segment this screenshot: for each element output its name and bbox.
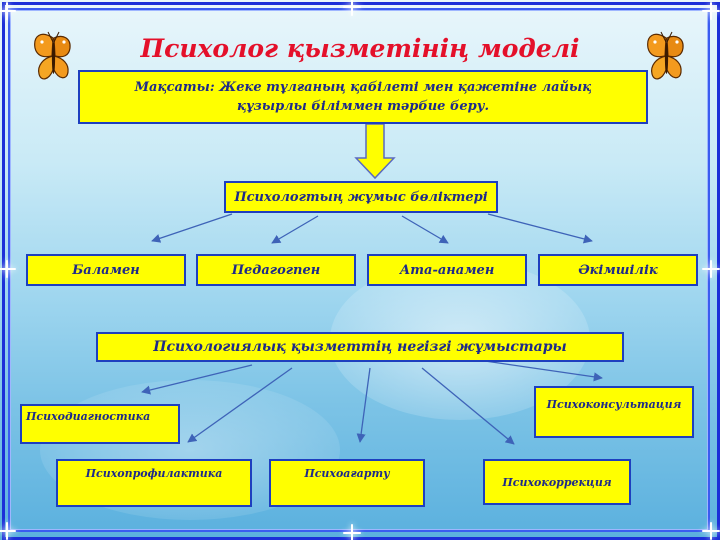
work-part-parents-box: Ата-анамен	[367, 254, 527, 286]
psychocorrection-box: Психокоррекция	[483, 459, 631, 505]
butterfly-icon	[647, 31, 684, 80]
connector-arrow	[141, 364, 253, 395]
work-part-label: Ата-анамен	[399, 262, 495, 278]
connector-arrow	[477, 359, 603, 382]
work-part-child-box: Баламен	[26, 254, 186, 286]
goal-text: Мақсаты: Жеке тұлғаның қабілеті мен қаже…	[134, 80, 592, 114]
goal-box: Мақсаты: Жеке тұлғаның қабілеті мен қаже…	[78, 70, 648, 124]
psychoeducation-box: Психоағарту	[269, 459, 425, 507]
main-work-label: Психокоррекция	[502, 475, 612, 489]
psychoconsultation-box: Психоконсультация	[534, 386, 694, 438]
psychodiagnostics-box: Психодиагностика	[20, 404, 180, 444]
work-part-label: Әкімшілік	[578, 262, 658, 278]
work-parts-heading-box: Психологтың жұмыс бөліктері	[224, 181, 498, 213]
work-part-label: Баламен	[72, 262, 140, 278]
work-part-administration-box: Әкімшілік	[538, 254, 698, 286]
main-works-heading: Психологиялық қызметтің негізгі жұмыстар…	[153, 339, 567, 355]
connector-arrow	[187, 367, 293, 443]
main-work-label: Психоконсультация	[546, 398, 682, 411]
psychoprophylaxis-box: Психопрофилактика	[56, 459, 252, 507]
slide-title: Психолог қызметінің моделі	[140, 34, 580, 63]
connector-arrow	[401, 215, 449, 244]
connector-arrow	[151, 213, 233, 243]
connector-arrow	[356, 367, 371, 443]
main-work-label: Психодиагностика	[26, 410, 151, 423]
connector-arrow	[421, 367, 515, 445]
main-work-label: Психопрофилактика	[85, 467, 223, 480]
connector-arrow	[487, 213, 593, 244]
work-parts-heading: Психологтың жұмыс бөліктері	[234, 189, 488, 205]
work-part-label: Педагогпен	[231, 262, 321, 278]
connector-arrow	[271, 215, 319, 244]
work-part-teacher-box: Педагогпен	[196, 254, 356, 286]
main-work-label: Психоағарту	[304, 467, 390, 480]
main-works-heading-box: Психологиялық қызметтің негізгі жұмыстар…	[96, 332, 624, 362]
down-arrow	[354, 123, 396, 180]
butterfly-icon	[34, 31, 71, 80]
